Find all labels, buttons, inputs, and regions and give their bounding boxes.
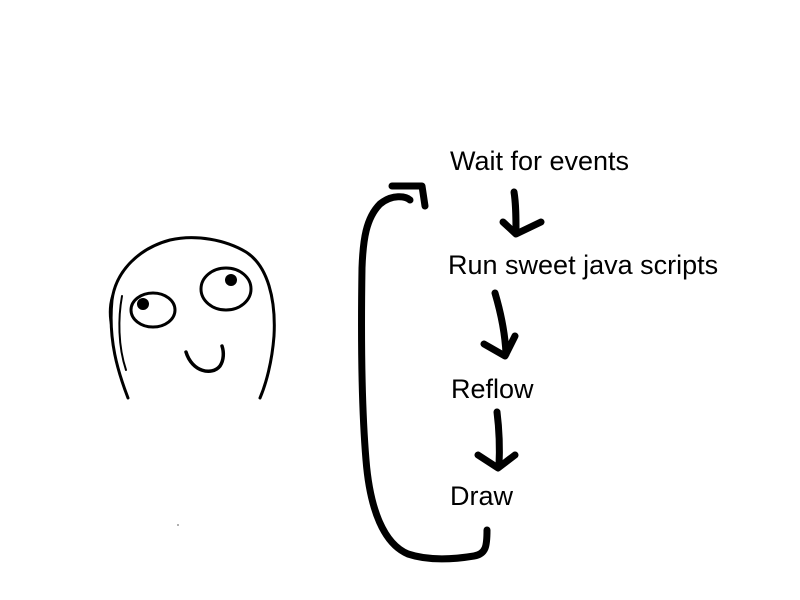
- hand-drawn-down-arrow-icon: [474, 408, 519, 472]
- step-reflow: Reflow: [451, 374, 534, 404]
- step-draw: Draw: [450, 481, 514, 511]
- step-run-scripts: Run sweet java scripts: [448, 250, 719, 280]
- hand-drawn-down-arrow-icon: [499, 188, 545, 238]
- step-wait-for-events: Wait for events: [450, 146, 630, 176]
- rage-comic-derp-face-icon: [108, 236, 276, 526]
- hand-drawn-loop-back-arrow-icon: [357, 182, 491, 563]
- hand-drawn-down-arrow-icon: [480, 289, 519, 360]
